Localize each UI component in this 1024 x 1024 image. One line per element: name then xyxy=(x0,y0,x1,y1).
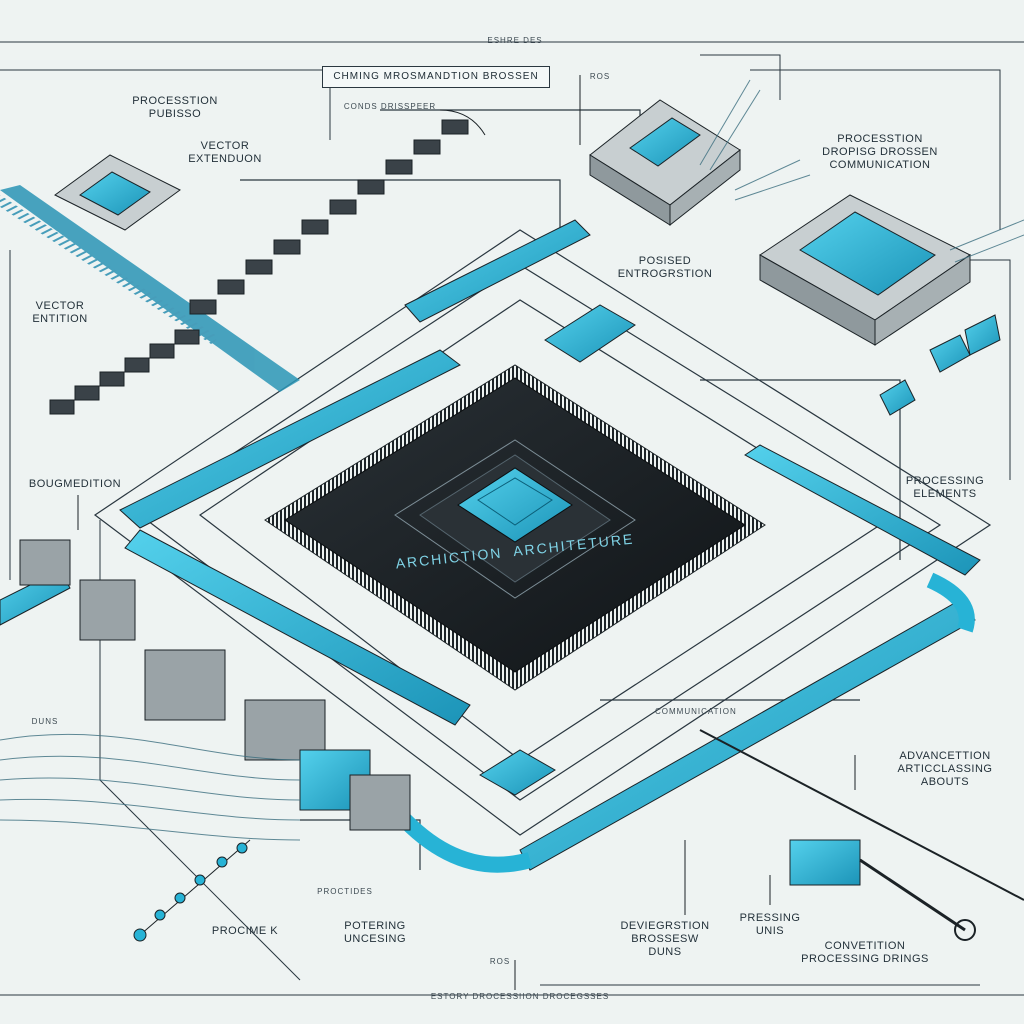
module-block xyxy=(245,259,273,275)
bus-rail-left xyxy=(119,349,471,726)
left-small-label: DUNS xyxy=(31,717,59,726)
vector-extension-top-label: VECTOR EXTENDUON xyxy=(188,140,262,165)
conventional-label: CONVETITION PROCESSING DRINGS xyxy=(801,940,929,965)
mid-small-label: PROCTIDES xyxy=(317,887,373,896)
vector-extension-left-label: VECTOR ENTITION xyxy=(32,300,88,325)
frame-lines xyxy=(0,41,1024,996)
module-block xyxy=(441,119,469,135)
annotation-arrows xyxy=(77,75,856,990)
module-block xyxy=(329,199,357,215)
module-block xyxy=(413,139,441,155)
chip-mini-label: COMMUNICATION xyxy=(655,707,737,716)
procime-label: PROCIME K xyxy=(211,925,279,937)
top-right-module xyxy=(589,99,741,227)
processing-communication-label: PROCESSTION DROPISG DROSSEN COMMUNICATIO… xyxy=(822,133,938,171)
cable-bundles xyxy=(0,79,1024,841)
module-block xyxy=(189,299,217,315)
module-block xyxy=(301,219,329,235)
mid-cyan-chip xyxy=(479,304,1001,796)
module-block xyxy=(385,159,413,175)
module-block xyxy=(174,329,200,345)
bottom-small-label: ROS xyxy=(489,957,511,966)
posused-entrograstion-label: POSISED ENTROGRSTION xyxy=(617,255,713,280)
bus-rail-right xyxy=(394,444,981,873)
module-block xyxy=(124,357,150,373)
communication-module xyxy=(759,194,971,346)
advancements-label: ADVANCETTION ARTICCLASSING ABOUTS xyxy=(897,750,993,788)
left-small-module xyxy=(54,154,181,231)
bougmedation-label: BOUGMEDITION xyxy=(28,478,122,490)
module-block xyxy=(74,385,100,401)
memory-module-row xyxy=(189,119,469,315)
diversation-label: DEVIEGRSTION BROSSESW DUNS xyxy=(620,920,710,958)
left-bus-striped xyxy=(0,185,300,392)
main-processor-chip xyxy=(264,364,766,691)
bottom-right-plug xyxy=(699,729,1024,941)
top-small-label: ROS xyxy=(589,72,611,81)
top-box-label: CHMING MROSMANDTION BROSSEN xyxy=(322,66,550,88)
connector-row xyxy=(49,329,200,415)
bead-chain xyxy=(133,839,251,942)
top-strip-label: ESHRE DES xyxy=(487,36,543,45)
module-block xyxy=(99,371,125,387)
module-block xyxy=(273,239,301,255)
module-block xyxy=(149,343,175,359)
module-block xyxy=(49,399,75,415)
module-block xyxy=(357,179,385,195)
potering-label: POTERING UNCESING xyxy=(343,920,407,945)
presing-unis-label: PRESSING UNIS xyxy=(739,912,801,937)
bus-rail-upper xyxy=(404,219,591,323)
processing-pubisso-label: PROCESSTION PUBISSO xyxy=(132,95,218,120)
connector-stack-bottom-left xyxy=(19,539,411,831)
module-block xyxy=(217,279,245,295)
processing-elements-label: PROCESSING ELEMENTS xyxy=(905,475,985,500)
top-note-label: CONDS DRISSPEER xyxy=(343,102,437,111)
bottom-strip-label: ESTORY DROCESSIION DROCEGSSES xyxy=(430,992,610,1001)
